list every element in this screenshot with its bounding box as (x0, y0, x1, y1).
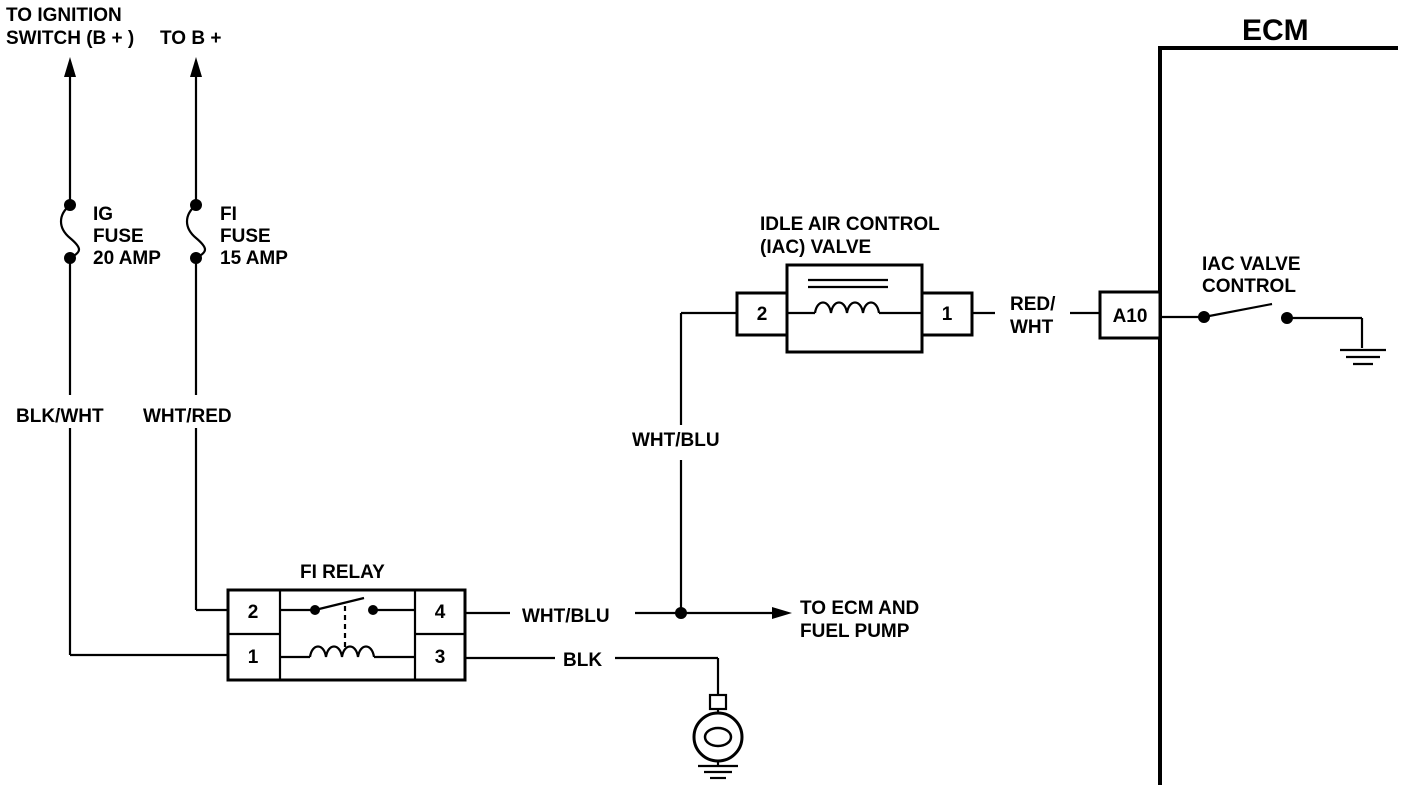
wire-label-red-wht-1: RED/ (1010, 294, 1056, 315)
iac-pin-1: 1 (942, 304, 953, 325)
ecm-ground-icon (1340, 348, 1386, 366)
relay-output-wires (465, 311, 792, 695)
iac-title-1: IDLE AIR CONTROL (760, 214, 940, 235)
wire-label-wht-blu-relay: WHT/BLU (522, 606, 610, 627)
fi-relay-title: FI RELAY (300, 562, 385, 583)
wire-label-blk-wht: BLK/WHT (16, 406, 104, 427)
fi-fuse-label-2: FUSE (220, 226, 271, 247)
to-ignition-label-line2: SWITCH (B + ) (6, 28, 134, 49)
to-ecm-label-1: TO ECM AND (800, 598, 919, 619)
relay-coil-symbol (308, 645, 376, 658)
ground-terminal-icon (692, 693, 744, 780)
iac-control-label-1: IAC VALVE (1202, 254, 1301, 275)
iac-control-switch (1160, 302, 1364, 348)
fi-fuse-label-3: 15 AMP (220, 248, 288, 269)
ig-fuse-label-2: FUSE (93, 226, 144, 247)
relay-pin-2: 2 (248, 602, 259, 623)
iac-control-label-2: CONTROL (1202, 276, 1296, 297)
to-ecm-label-2: FUEL PUMP (800, 621, 910, 642)
fi-fuse-label-1: FI (220, 204, 237, 225)
iac-title-2: (IAC) VALVE (760, 237, 871, 258)
ecm-pin-a10: A10 (1113, 306, 1148, 327)
arrow-right-icon (772, 607, 792, 619)
ecm-boundary (1158, 46, 1398, 785)
fi-wire (185, 57, 228, 612)
to-b-plus-label: TO B + (160, 28, 221, 49)
wire-label-blk: BLK (563, 650, 602, 671)
ig-fuse-symbol (59, 204, 81, 259)
ig-fuse-label-1: IG (93, 204, 113, 225)
ecm-pin-a10-box (1098, 290, 1162, 340)
iac-pin-2: 2 (757, 304, 768, 325)
relay-pin-3: 3 (435, 647, 446, 668)
iac-valve (735, 263, 974, 354)
ig-wire (59, 57, 228, 657)
fi-relay (226, 588, 467, 682)
relay-pin-1: 1 (248, 647, 259, 668)
ig-fuse-label-3: 20 AMP (93, 248, 161, 269)
iac-coil-symbol (813, 301, 881, 314)
wire-label-red-wht-2: WHT (1010, 317, 1054, 338)
wire-label-wht-blu-vertical: WHT/BLU (632, 430, 720, 451)
to-ignition-label-line1: TO IGNITION (6, 5, 122, 26)
wire-label-wht-red: WHT/RED (143, 406, 232, 427)
arrow-up-icon (190, 57, 202, 77)
ecm-title: ECM (1242, 14, 1309, 47)
relay-pin-4: 4 (435, 602, 446, 623)
arrow-up-icon (64, 57, 76, 77)
fi-fuse-symbol (185, 204, 207, 259)
